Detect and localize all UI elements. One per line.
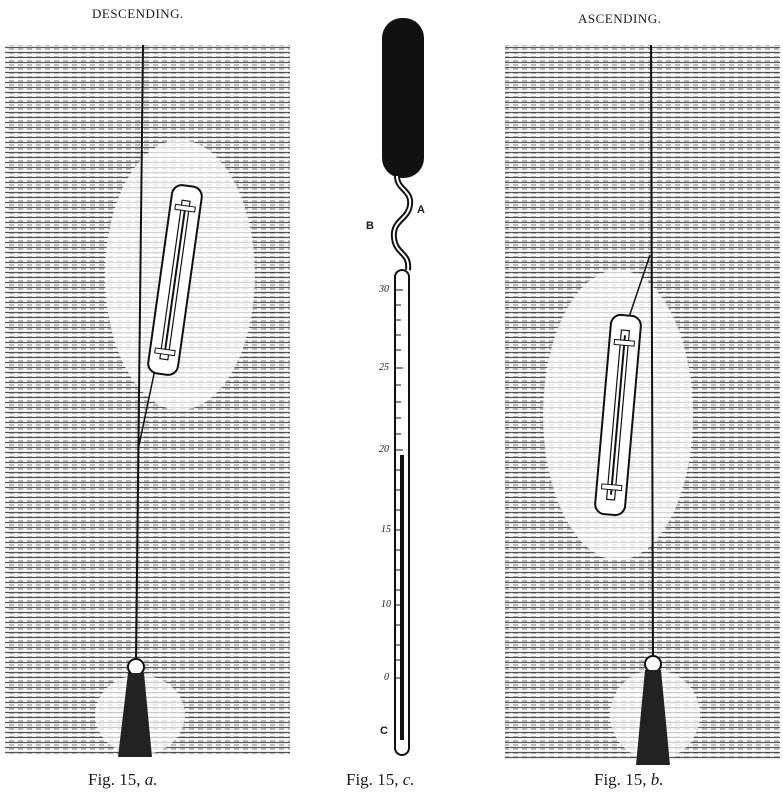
fig-b-caption: Fig. 15, b. [594,770,663,790]
fig-c-scale-20: 20 [379,444,389,455]
fig-c-thermometer-detail [382,18,424,755]
fig-a-heading: DESCENDING. [92,6,184,22]
water-column-right [505,45,780,760]
fig-a-caption: Fig. 15, a. [88,770,157,790]
fig-c-label-c: C [380,725,388,737]
fig-c-scale-15: 15 [381,524,391,535]
fig-c-scale-25: 25 [379,362,389,373]
fig-c-scale-0: 0 [384,672,389,683]
fig-c-label-a: A [417,204,425,216]
fig-c-caption: Fig. 15, c. [346,770,414,790]
fig-c-label-b: B [366,220,374,232]
fig-c-scale-10: 10 [381,599,391,610]
fig-b-heading: ASCENDING. [578,11,661,27]
water-column-left [5,45,290,755]
fig-c-scale-30: 30 [379,284,389,295]
